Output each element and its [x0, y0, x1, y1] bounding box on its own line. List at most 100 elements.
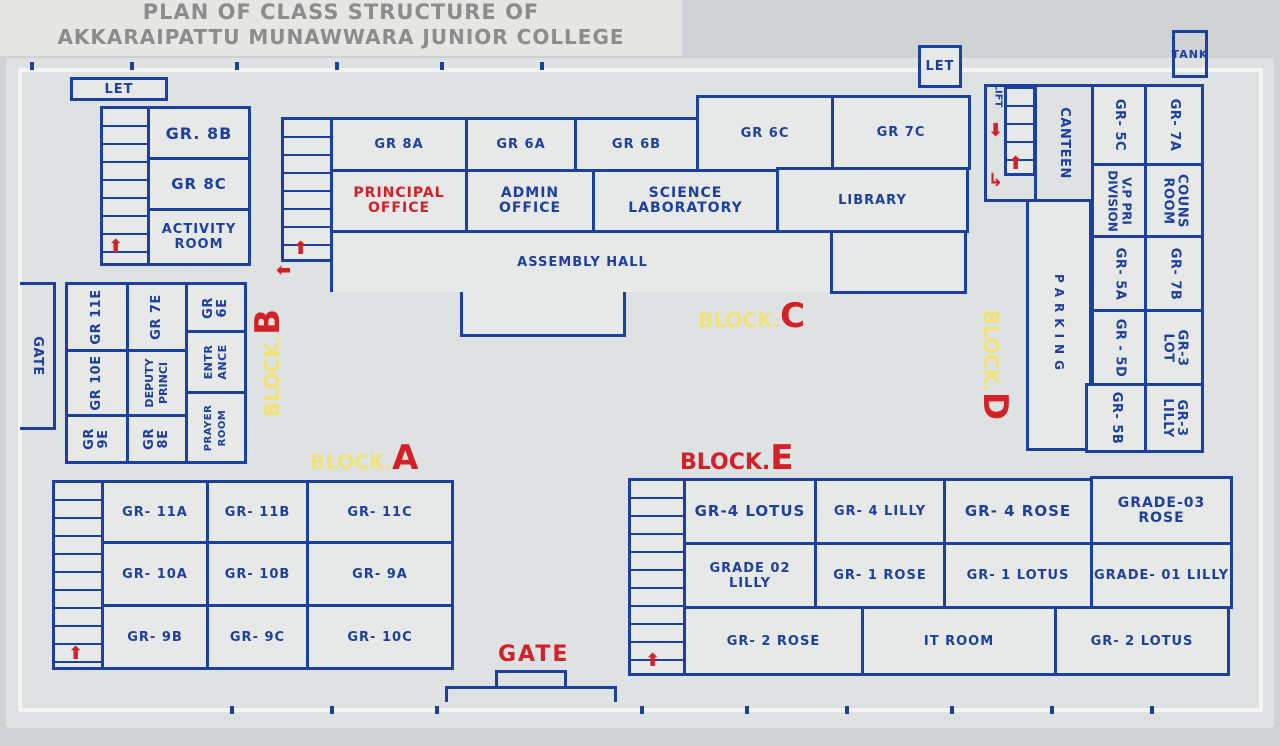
block-d-label: BLOCK.D [975, 309, 1016, 421]
boundary-tick [30, 62, 34, 70]
unlabeled-room [830, 230, 967, 294]
room-label: GR- 7B [1167, 247, 1182, 300]
room-gr-5a: GR- 5A [1091, 235, 1147, 312]
activity-room: ACTIVITY ROOM [147, 208, 251, 266]
room-label: GR- 7A [1167, 98, 1182, 152]
staircase [281, 117, 333, 262]
room-gr-7a: GR- 7A [1144, 84, 1204, 166]
boundary-tick [1150, 706, 1154, 714]
library: LIBRARY [776, 167, 969, 233]
tank: TANK [1172, 30, 1208, 78]
room-gr-3-lilly: GR-3 LILLY [1144, 383, 1204, 453]
title-line-1: PLAN OF CLASS STRUCTURE OF [142, 0, 540, 24]
room-label: GR 7E [149, 294, 164, 340]
room-gr-6a: GR 6A [465, 117, 577, 172]
boundary-tick [440, 62, 444, 70]
up-arrow-icon: ⬆ [645, 650, 661, 671]
room-label: GR 6E [201, 296, 230, 319]
parking: PARKING [1026, 199, 1092, 451]
room-label: GR- 5C [1112, 98, 1127, 152]
room-gr4-rose: GR- 4 ROSE [943, 478, 1093, 545]
vp-primary-division: V.P PRI DIVISION [1091, 163, 1147, 238]
room-gr-8e: GR 8E [126, 414, 188, 464]
turn-arrow-icon: ↳ [988, 170, 1004, 191]
room-label: GR - 5D [1112, 318, 1127, 377]
room-label: PRAYER ROOM [203, 404, 228, 451]
room-gr-6e: GR 6E [185, 282, 247, 333]
room-label: GR-3 LILLY [1160, 398, 1189, 438]
lift-label: LIFT [992, 83, 1004, 108]
room-gr-11b: GR- 11B [206, 480, 309, 544]
boundary-tick [130, 62, 134, 70]
title-banner: PLAN OF CLASS STRUCTURE OF AKKARAIPATTU … [0, 0, 682, 56]
boundary-tick [745, 706, 749, 714]
room-grade2-lilly: GRADE 02 LILLY [683, 542, 817, 609]
room-label: GR 8E [142, 428, 171, 450]
block-e-label: BLOCK.E [680, 438, 794, 478]
room-label: GR 9E [82, 428, 111, 450]
room-label: V.P PRI DIVISION [1105, 169, 1133, 232]
deputy-principal-room: DEPUTY PRINCI [126, 349, 188, 417]
room-grade3-rose: GRADE-03 ROSE [1090, 476, 1233, 545]
room-gr-9a: GR- 9A [306, 541, 454, 607]
down-arrow-icon: ⬇ [988, 120, 1004, 141]
block-b-label: BLOCK.B [247, 309, 288, 417]
up-arrow-icon: ⬆ [293, 238, 309, 259]
up-arrow-icon: ⬆ [68, 643, 84, 664]
let-left: LET [70, 77, 168, 101]
gate-bottom [445, 686, 617, 702]
staircase [100, 106, 150, 266]
boundary-tick [640, 706, 644, 714]
room-gr-3-lot: GR-3 LOT [1144, 309, 1204, 386]
admin-office: ADMIN OFFICE [465, 169, 595, 233]
room-label: GR-3 LOT [1160, 328, 1189, 367]
room-gr-9b: GR- 9B [101, 604, 209, 670]
it-room: IT ROOM [861, 606, 1057, 676]
room-gr-6b: GR 6B [574, 117, 699, 172]
title-line-2: AKKARAIPATTU MUNAWWARA JUNIOR COLLEGE [57, 25, 625, 49]
gate-left-label: GATE [29, 336, 45, 376]
boundary-tick [950, 706, 954, 714]
counselling-room: COUNS ROOM [1144, 163, 1204, 238]
room-grade1-lilly: GRADE- 01 LILLY [1090, 542, 1233, 609]
gate-bottom-label: GATE [498, 642, 570, 667]
block-c-label: BLOCK.C [698, 296, 806, 336]
room-label: GR 11E [89, 289, 104, 345]
room-label: GR- 5A [1112, 247, 1127, 300]
gate-bottom-step [495, 670, 567, 689]
room-gr-7e: GR 7E [126, 282, 188, 352]
room-gr1-lotus: GR- 1 LOTUS [943, 542, 1093, 609]
entrance: ENTR ANCE [185, 330, 247, 394]
room-gr2-lotus: GR- 2 LOTUS [1054, 606, 1230, 676]
room-gr-8c: GR 8C [147, 157, 251, 211]
science-laboratory: SCIENCE LABORATORY [592, 169, 779, 233]
boundary-tick [235, 62, 239, 70]
room-label: GR 10E [89, 355, 104, 411]
room-gr-9c: GR- 9C [206, 604, 309, 670]
room-label: ENTR ANCE [202, 344, 229, 380]
room-gr-10e: GR 10E [65, 349, 129, 417]
room-gr-5d: GR - 5D [1091, 309, 1147, 386]
room-gr-9e: GR 9E [65, 414, 129, 464]
room-gr4-lotus: GR-4 LOTUS [683, 478, 817, 545]
room-label: GR- 5B [1109, 391, 1124, 445]
up-arrow-icon: ⬆ [108, 236, 124, 257]
boundary-tick [845, 706, 849, 714]
staircase [52, 480, 104, 670]
room-gr-6c: GR 6C [696, 95, 834, 172]
room-gr-11e: GR 11E [65, 282, 129, 352]
principal-office: PRINCIPAL OFFICE [330, 169, 468, 233]
let-top: LET [918, 45, 962, 88]
room-gr1-rose: GR- 1 ROSE [814, 542, 946, 609]
up-arrow-icon: ⬆ [1008, 153, 1024, 174]
room-gr-8b: GR. 8B [147, 106, 251, 160]
room-label: COUNS ROOM [1160, 173, 1189, 228]
gate-left: GATE [20, 282, 56, 430]
room-label: DEPUTY PRINCI [143, 358, 170, 408]
room-gr-10b: GR- 10B [206, 541, 309, 607]
boundary-tick [335, 62, 339, 70]
room-gr-10a: GR- 10A [101, 541, 209, 607]
prayer-room: PRAYER ROOM [185, 391, 247, 464]
assembly-hall: ASSEMBLY HALL [330, 230, 835, 292]
canteen: CANTEEN [1034, 84, 1094, 202]
